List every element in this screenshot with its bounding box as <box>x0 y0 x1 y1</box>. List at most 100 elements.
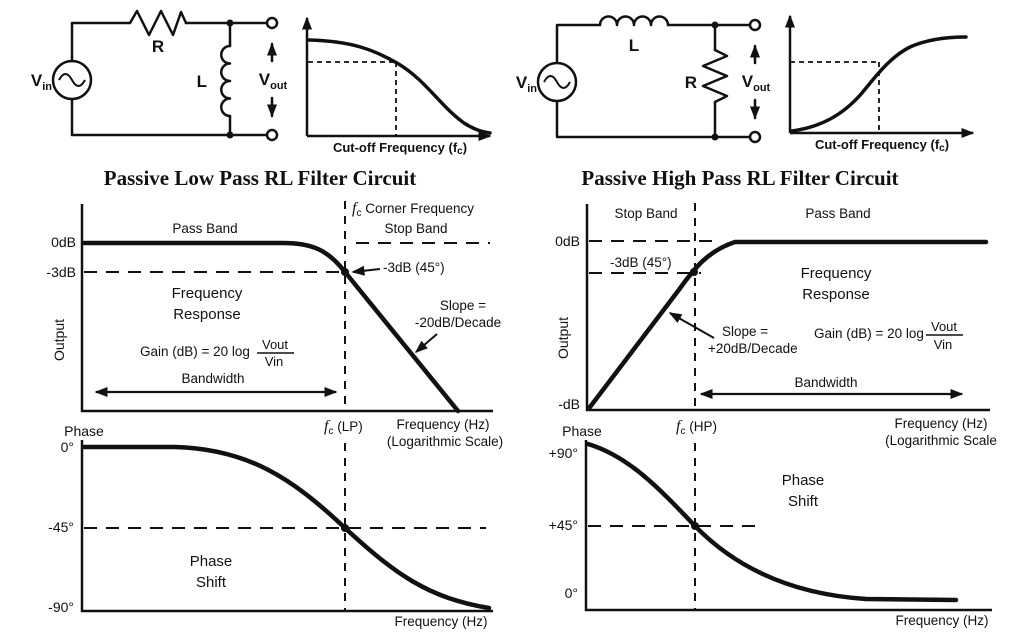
lp-terminal-bottom <box>265 128 279 142</box>
lp-stop-band-label: Stop Band <box>384 221 447 236</box>
lp-mini-caption: Cut-off Frequency (fc) <box>333 140 467 157</box>
lp-resistor-label: R <box>152 37 164 56</box>
hp-phase-graph: Phase +90° +45° 0° Phase Shift Frequency… <box>549 423 992 628</box>
hp-vin-label: Vin <box>516 73 537 95</box>
lp-terminal-top <box>265 16 279 30</box>
lp-phase-graph: Phase 0° -45° -90° Phase Shift Frequency… <box>48 423 493 629</box>
hp-0db-label: 0dB <box>555 233 580 249</box>
hp-slope-label-2: +20dB/Decade <box>708 341 798 356</box>
lp-response-label-1: Frequency <box>172 285 243 302</box>
hp-corner-point <box>690 268 698 276</box>
lp-inductor-symbol <box>220 44 232 118</box>
hp-3db-point-label: -3dB (45°) <box>610 255 672 270</box>
hp-resistor-symbol <box>701 48 729 104</box>
lp-phase-title: Phase <box>64 423 104 439</box>
lp-3db-point-label: -3dB (45°) <box>383 260 445 275</box>
lp-phase-0-label: 0° <box>61 439 74 455</box>
lp-phase-shift-label-2: Shift <box>196 574 227 591</box>
lp-junction-top <box>226 19 234 27</box>
hp-slope-pointer-arrow <box>668 312 715 339</box>
hp-phase-axes <box>584 440 992 612</box>
lp-slope-pointer-arrow <box>414 333 438 353</box>
hp-mini-graph: Cut-off Frequency (fc) <box>785 14 975 154</box>
hp-phase-point <box>691 522 699 530</box>
hp-slope-label-1: Slope = <box>722 324 768 339</box>
lp-freq-axes <box>80 204 493 413</box>
hp-phase-45-label: +45° <box>549 517 578 533</box>
lp-gain-formula: Gain (dB) = 20 log <box>140 344 250 359</box>
lp-response-label-2: Response <box>173 306 241 323</box>
lp-fc-label: fc (LP) <box>324 418 363 437</box>
lp-gain-numerator: Vout <box>262 337 288 352</box>
lp-phase-shift-label-1: Phase <box>190 553 233 570</box>
lp-vin-label: Vin <box>31 71 52 93</box>
hp-response-label-2: Response <box>802 286 870 303</box>
lp-inductor-label: L <box>197 72 207 91</box>
hp-phase-0-label: 0° <box>565 585 578 601</box>
hp-freq-axes <box>585 204 990 412</box>
hp-terminal-top <box>748 18 762 32</box>
lp-pass-band-label: Pass Band <box>172 221 237 236</box>
lp-phase-45-label: -45° <box>48 519 74 535</box>
hp-response-label-1: Frequency <box>801 265 872 282</box>
hp-gain-denominator: Vin <box>934 337 953 352</box>
hp-fc-label: fc (HP) <box>676 418 717 437</box>
hp-vout-label: Vout <box>742 72 771 94</box>
hp-circuit: Vin L R Vout <box>516 15 771 144</box>
hp-inductor-symbol <box>598 15 670 27</box>
hp-wires <box>555 23 752 139</box>
lp-xaxis-label-1: Frequency (Hz) <box>396 417 489 432</box>
hp-xaxis-label-1: Frequency (Hz) <box>894 416 987 431</box>
hp-title: Passive High Pass RL Filter Circuit <box>581 166 898 190</box>
hp-gain-numerator: Vout <box>931 319 957 334</box>
lp-resistor-symbol <box>128 9 188 37</box>
lp-slope-label-1: Slope = <box>440 298 486 313</box>
lp-sine-icon <box>58 73 86 87</box>
lp-corner-point <box>341 268 349 276</box>
hp-yaxis-label: Output <box>555 317 571 359</box>
lp-freq-graph: 0dB -3dB Output Pass Band fc Corner Freq… <box>46 200 503 449</box>
lp-3db-pointer-arrow <box>351 265 381 276</box>
lp-mini-cutoff-dashes <box>308 61 397 135</box>
hp-sine-icon <box>543 75 571 89</box>
lp-phase-90-label: -90° <box>48 599 74 615</box>
lp-wires <box>70 21 269 137</box>
lp-phase-xaxis-label: Frequency (Hz) <box>394 614 487 629</box>
hp-phase-xaxis-label: Frequency (Hz) <box>895 613 988 628</box>
hp-junction-top <box>711 21 719 29</box>
lp-yaxis-label: Output <box>51 319 67 361</box>
hp-terminal-bottom <box>748 130 762 144</box>
hp-phase-shift-label-2: Shift <box>788 493 819 510</box>
hp-mini-cutoff-dashes <box>790 61 880 132</box>
hp-gain-formula: Gain (dB) = 20 log <box>814 326 924 341</box>
hp-xaxis-label-2: (Logarithmic Scale <box>885 433 997 448</box>
hp-resistor-label: R <box>685 73 697 92</box>
hp-db-bottom-label: -dB <box>558 396 580 412</box>
hp-bandwidth-label: Bandwidth <box>794 375 857 390</box>
lp-bandwidth-label: Bandwidth <box>181 371 244 386</box>
lp-gain-denominator: Vin <box>265 354 284 369</box>
hp-phase-curve <box>585 441 959 603</box>
hp-freq-curve <box>587 239 989 410</box>
hp-stop-band-label: Stop Band <box>614 206 677 221</box>
hp-phase-shift-label-1: Phase <box>782 472 825 489</box>
hp-phase-90-label: +90° <box>549 445 578 461</box>
lp-title: Passive Low Pass RL Filter Circuit <box>104 166 416 190</box>
hp-mini-caption: Cut-off Frequency (fc) <box>815 137 949 154</box>
lp-vout-label: Vout <box>259 70 288 92</box>
lp-junction-bottom <box>226 131 234 139</box>
lp-mini-curve <box>307 38 492 135</box>
hp-junction-bottom <box>711 133 719 141</box>
lp-phase-point <box>341 524 349 532</box>
lp-corner-freq-label: fc Corner Frequency <box>352 200 474 219</box>
lp-0db-label: 0dB <box>51 234 76 250</box>
lp-circuit: Vin R L Vout <box>31 9 288 142</box>
hp-phase-title: Phase <box>562 423 602 439</box>
hp-pass-band-label: Pass Band <box>805 206 870 221</box>
lp-phase-axes <box>80 440 493 613</box>
lp-xaxis-label-2: (Logarithmic Scale) <box>387 434 503 449</box>
lp-3db-label: -3dB <box>46 264 76 280</box>
hp-freq-graph: 0dB -dB Output Stop Band -3dB (45°) Pass… <box>555 203 997 448</box>
